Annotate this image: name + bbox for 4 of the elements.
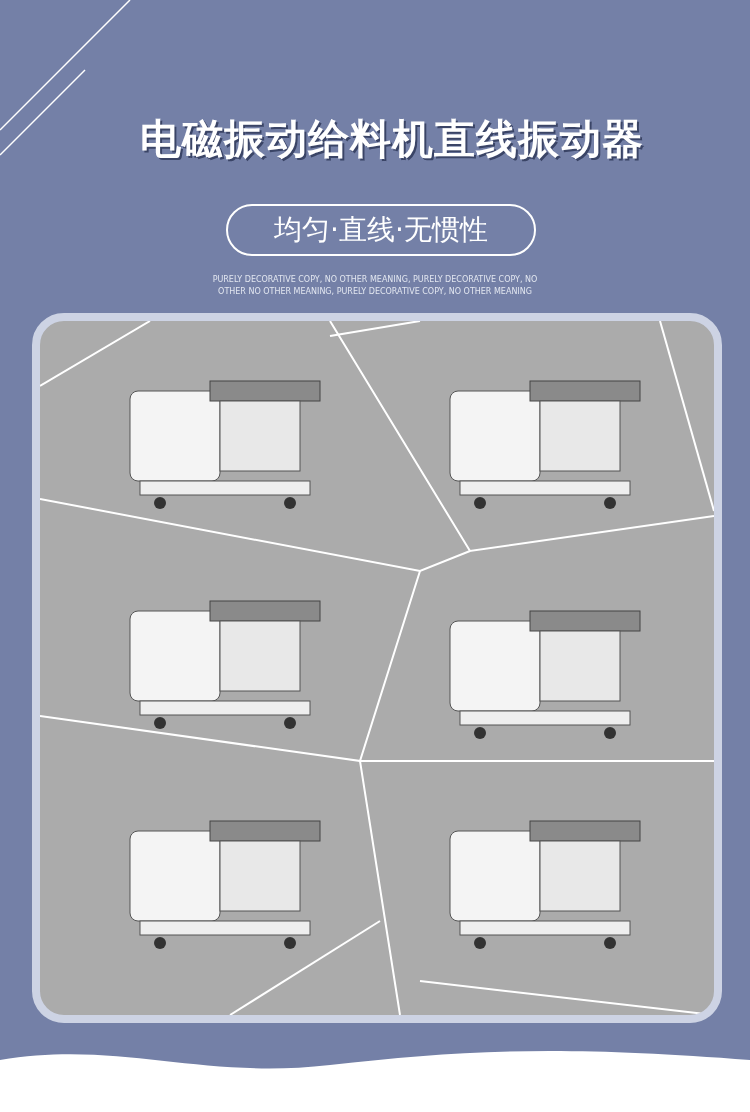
- slogan-pill: [226, 204, 536, 256]
- decorative-text: PURELY DECORATIVE COPY, NO OTHER MEANING, PURELY DECORATIVE COPY, NO OTHER NO OTHER MEANING, PURELY DECORATIVE COPY, NO OTHER MEANING: [211, 274, 539, 298]
- slogan-text: 均匀·直线·无惯性: [274, 212, 488, 248]
- page-title: 电磁振动给料机直线振动器: [140, 114, 645, 165]
